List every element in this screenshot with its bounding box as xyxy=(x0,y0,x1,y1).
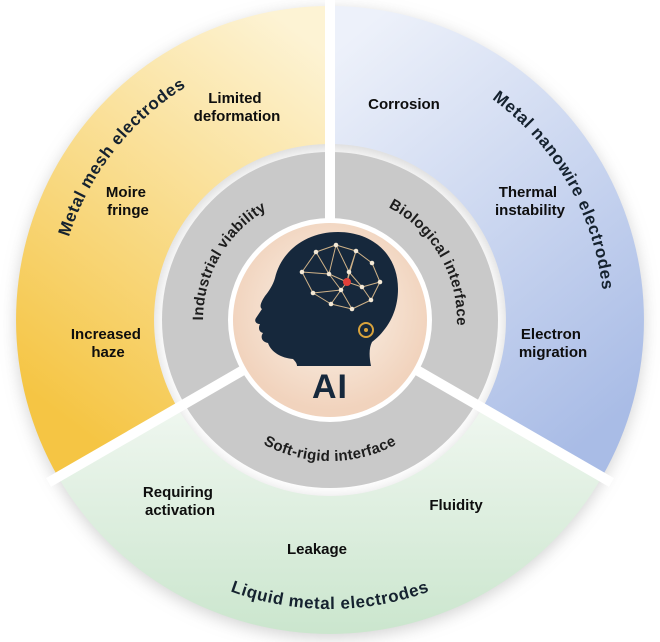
sector-dividers xyxy=(46,0,614,487)
item-electron-migration: Electron migration xyxy=(519,326,587,361)
sector-metal-nanowire xyxy=(330,6,644,477)
outer-ring xyxy=(16,6,644,634)
brainstem-spiral xyxy=(358,322,374,338)
item-leakage: Leakage xyxy=(287,541,347,558)
item-moire-fringe: Moire fringe xyxy=(106,184,150,219)
ai-head-illustration: AI xyxy=(255,232,398,406)
sector-liquid-metal xyxy=(58,408,602,634)
item-limited-deformation: Limited deformation xyxy=(194,90,281,125)
item-increased-haze: Increased haze xyxy=(71,326,145,361)
ai-label: AI xyxy=(312,368,348,406)
item-corrosion: Corrosion xyxy=(368,96,440,113)
divider-lower-left xyxy=(46,361,253,487)
red-node xyxy=(343,278,351,286)
item-requiring-activation: Requiring activation xyxy=(143,484,217,519)
item-fluidity: Fluidity xyxy=(429,497,483,514)
brainstem-dot xyxy=(364,328,368,332)
sector-metal-mesh xyxy=(16,6,330,477)
head-silhouette xyxy=(255,232,398,366)
item-thermal-instability: Thermal instability xyxy=(495,184,566,219)
divider-lower-right xyxy=(407,361,614,487)
brain-network-nodes xyxy=(299,242,383,312)
